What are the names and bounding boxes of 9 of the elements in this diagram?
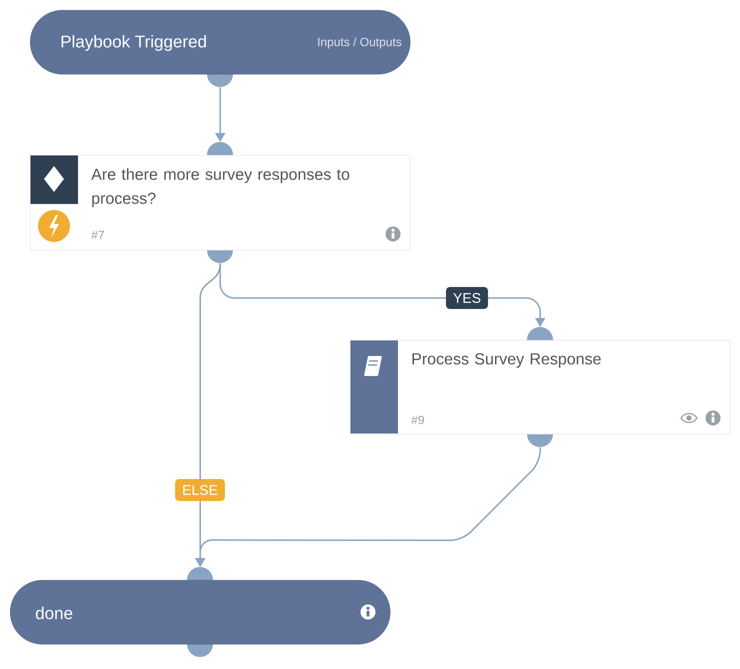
task-number: #7 [91,230,104,240]
edge-label: YES [446,287,488,309]
node-title: Are there more survey responses to process? [91,168,350,208]
node-title: done [36,606,72,620]
task-number: #9 [411,416,424,424]
edge-label: ELSE [175,479,225,501]
io-link: Inputs / Outputs [318,37,402,49]
node-title: Process Survey Response [412,353,601,368]
node-title: Playbook Triggered [62,35,206,51]
